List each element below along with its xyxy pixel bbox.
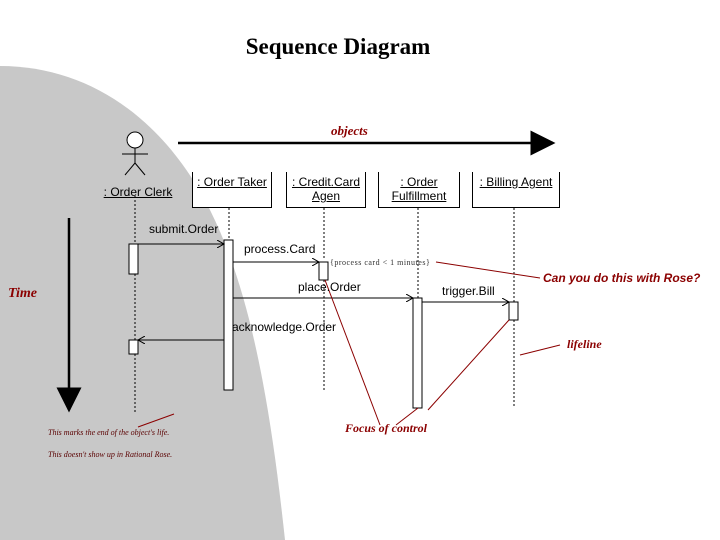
object-order-taker[interactable]: : Order Taker [192,172,272,208]
time-label: Time [8,286,38,301]
activation-bar-credit-card [318,261,329,281]
pointer-focus-billing [427,319,510,411]
message-label-process-card: process.Card [244,242,316,256]
pointer-lifeline [519,344,561,356]
object-credit-card-agent[interactable]: : Credit.Card Agen [286,172,366,208]
focus-of-control-label: Focus of control [345,421,428,435]
pointer-focus-right [395,407,419,426]
pointer-rose-question [435,261,541,279]
object-billing-agent[interactable]: : Billing Agent [472,172,560,208]
pointer-focus-left [324,279,381,426]
lifeline-label: lifeline [567,337,602,351]
activation-bar-order-clerk-2 [128,339,139,355]
message-label-trigger-bill: trigger.Bill [442,284,495,298]
activation-bar-order-clerk [128,243,139,275]
rose-note: This doesn't show up in Rational Rose. [48,450,173,459]
activation-bar-order-taker [223,239,234,391]
activation-bar-order-fulfillment [412,297,423,409]
page-title: Sequence Diagram [245,34,431,59]
actor-icon [122,131,148,176]
object-order-fulfillment[interactable]: : Order Fulfillment [378,172,460,208]
pointer-end-of-life [137,413,175,428]
objects-label: objects [331,123,368,138]
message-label-submit-order: submit.Order [149,222,219,236]
message-label-acknowledge-order: acknowledge.Order [232,320,337,334]
rose-question-label: Can you do this with Rose? [543,271,701,285]
end-of-life-note: This marks the end of the object's life. [48,428,170,437]
constraint-note: {process card < 1 minutes} [330,258,431,267]
object-order-clerk[interactable]: : Order Clerk [103,185,173,199]
message-label-place-order: place.Order [298,280,361,294]
activation-bar-billing-agent [508,301,519,321]
